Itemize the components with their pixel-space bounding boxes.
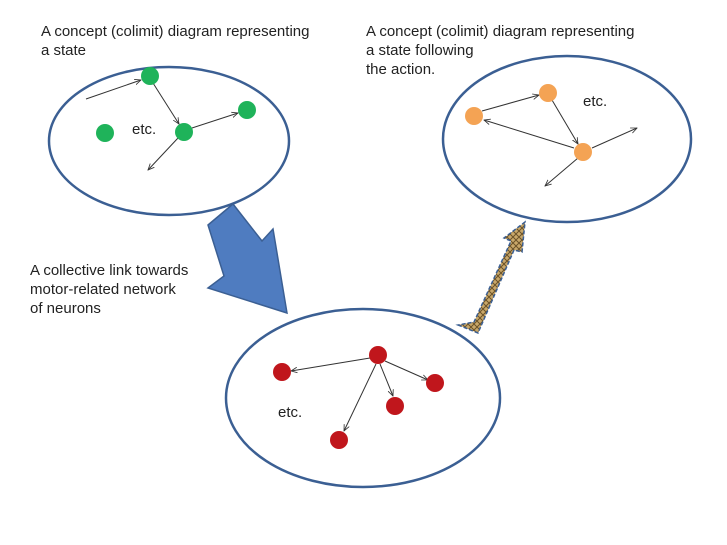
motor-etc-label: etc. bbox=[278, 404, 302, 421]
following-etc-label: etc. bbox=[583, 93, 607, 110]
collective-link-caption: A collective link towards motor-related … bbox=[30, 261, 188, 318]
caption-line: a state following bbox=[366, 42, 474, 59]
edge bbox=[343, 363, 377, 431]
motor-node bbox=[369, 346, 387, 364]
caption-line: A concept (colimit) diagram representing bbox=[41, 23, 310, 40]
following-node bbox=[465, 107, 483, 125]
caption-line: a state bbox=[41, 42, 87, 59]
edge bbox=[152, 82, 179, 124]
state-node bbox=[238, 101, 256, 119]
collective-link-arrow bbox=[206, 202, 288, 315]
motor-nodes bbox=[273, 346, 444, 449]
edge bbox=[148, 137, 179, 170]
caption-line: motor-related network bbox=[30, 281, 176, 298]
motor-node bbox=[273, 363, 291, 381]
caption-line: A collective link towards bbox=[30, 262, 189, 279]
action-arrow bbox=[455, 220, 526, 334]
state-diagram-ellipse bbox=[47, 65, 291, 217]
state-etc-label: etc. bbox=[132, 121, 156, 138]
edge bbox=[379, 363, 393, 396]
edge bbox=[551, 99, 578, 144]
state-diagram-caption: A concept (colimit) diagram representing… bbox=[41, 22, 309, 60]
state-node bbox=[141, 67, 159, 85]
following-edges bbox=[481, 95, 637, 186]
state-node bbox=[175, 123, 193, 141]
caption-line: of neurons bbox=[30, 300, 101, 317]
motor-edges bbox=[291, 357, 428, 431]
following-node bbox=[539, 84, 557, 102]
edge bbox=[591, 127, 637, 149]
motor-node bbox=[330, 431, 348, 449]
edge bbox=[191, 113, 238, 129]
edge bbox=[85, 80, 141, 100]
edge bbox=[545, 157, 579, 186]
edge bbox=[481, 95, 539, 112]
state-edges bbox=[85, 80, 238, 170]
edge bbox=[384, 360, 428, 381]
caption-line: A concept (colimit) diagram representing bbox=[366, 23, 635, 40]
following-node bbox=[574, 143, 592, 161]
motor-node bbox=[386, 397, 404, 415]
edge bbox=[484, 120, 575, 149]
state-nodes bbox=[96, 67, 256, 142]
following-nodes bbox=[465, 84, 592, 161]
motor-network-ellipse bbox=[224, 307, 502, 489]
following-state-ellipse bbox=[441, 54, 693, 224]
caption-line: the action. bbox=[366, 61, 436, 78]
edge bbox=[291, 357, 371, 371]
state-node bbox=[96, 124, 114, 142]
motor-node bbox=[426, 374, 444, 392]
following-state-caption: A concept (colimit) diagram representing… bbox=[366, 22, 634, 79]
